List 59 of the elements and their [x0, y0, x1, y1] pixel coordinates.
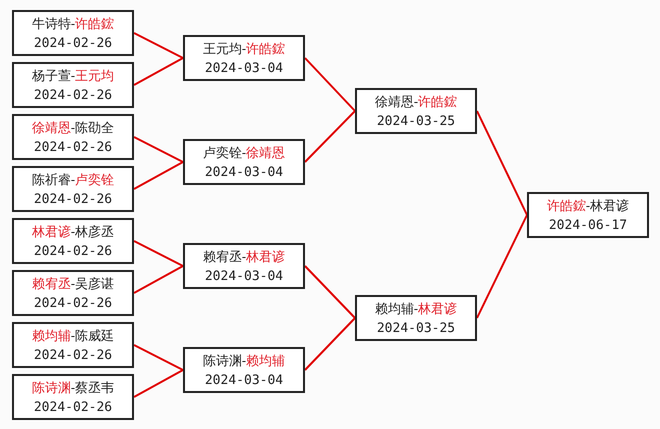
match-box [12, 62, 134, 108]
match-box [183, 347, 305, 393]
connector-line [134, 369, 184, 398]
match-players: 许皓鋐-林君谚 [546, 198, 630, 216]
match-box [12, 218, 134, 264]
match-players: 王元均-许皓鋐 [202, 41, 286, 59]
match-players: 陈诗渊-赖均辅 [202, 353, 286, 371]
match-date: 2024-02-26 [32, 87, 114, 105]
match-date: 2024-02-26 [32, 243, 114, 261]
connector-line [304, 265, 356, 319]
match-box [12, 114, 134, 160]
match-players: 陈祈睿-卢奕铨 [30, 172, 116, 190]
match-players: 赖均辅-林君谚 [374, 301, 458, 319]
match-players: 赖宥丞-吴彦谌 [30, 276, 116, 294]
connector-line [134, 240, 184, 267]
match-date: 2024-02-26 [32, 139, 114, 157]
match-box [527, 192, 649, 238]
match-date: 2024-02-26 [32, 347, 114, 365]
match-players: 赖均辅-陈威廷 [30, 328, 116, 346]
match-players: 卢奕铨-徐靖恩 [202, 145, 286, 163]
connector-line [134, 265, 184, 294]
match-date: 2024-03-25 [376, 113, 456, 131]
match-date: 2024-02-26 [32, 399, 114, 417]
match-players: 赖宥丞-林君谚 [202, 249, 286, 267]
connector-line [476, 214, 528, 318]
connector-line [476, 110, 528, 216]
match-date: 2024-02-26 [32, 191, 114, 209]
connector-line [304, 57, 356, 112]
match-players: 陈诗渊-蔡丞韦 [30, 380, 116, 398]
match-players: 徐靖恩-陈劭全 [30, 120, 116, 138]
match-date: 2024-02-26 [32, 295, 114, 313]
match-date: 2024-03-04 [204, 372, 284, 390]
connector-line [304, 110, 356, 163]
match-box [183, 139, 305, 185]
match-box [12, 166, 134, 212]
match-box [355, 88, 477, 134]
match-players: 牛诗特-许皓鋐 [30, 16, 116, 34]
match-date: 2024-03-04 [204, 164, 284, 182]
match-box [12, 322, 134, 368]
match-box [183, 243, 305, 289]
match-date: 2024-03-04 [204, 268, 284, 286]
connector-line [134, 136, 184, 163]
match-date: 2024-03-25 [376, 320, 456, 338]
match-box [12, 374, 134, 420]
match-box [355, 295, 477, 341]
match-date: 2024-03-04 [204, 60, 284, 78]
match-players: 林君谚-林彦丞 [30, 224, 116, 242]
match-box [183, 35, 305, 81]
match-date: 2024-06-17 [548, 217, 628, 235]
match-players: 杨子萱-王元均 [30, 68, 116, 86]
match-players: 徐靖恩-许皓鋐 [374, 94, 458, 112]
match-date: 2024-02-26 [32, 35, 114, 53]
connector-line [134, 57, 184, 86]
connector-line [134, 32, 184, 59]
connector-line [134, 161, 184, 190]
connector-line [134, 344, 184, 371]
match-box [12, 270, 134, 316]
match-box [12, 10, 134, 56]
connector-line [304, 317, 356, 371]
